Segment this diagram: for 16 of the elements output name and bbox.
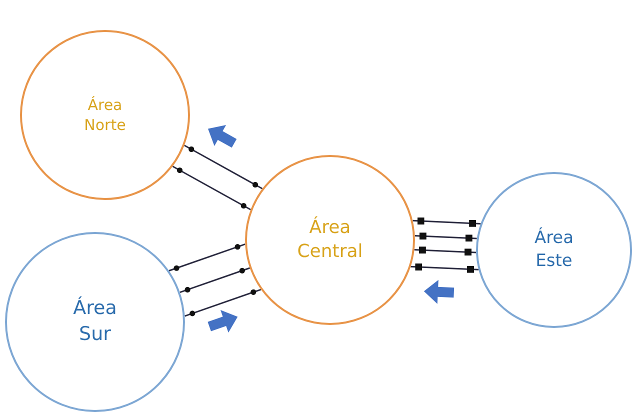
- connector-line: [414, 232, 477, 242]
- connector-line: [414, 246, 476, 256]
- connector-line: [168, 244, 246, 272]
- connector-line: [180, 267, 250, 294]
- area-label: Área Sur: [72, 296, 118, 347]
- flow-arrow: [208, 310, 238, 333]
- connector-line: [412, 218, 481, 227]
- area-label: Área Central: [296, 216, 364, 264]
- connector-line: [410, 264, 479, 273]
- flow-arrow: [424, 280, 454, 304]
- area-label: Área Este: [533, 227, 575, 273]
- connector-line: [184, 144, 263, 190]
- flow-arrow: [208, 125, 237, 148]
- area-label: Área Norte: [83, 94, 127, 136]
- connector-line: [172, 166, 251, 210]
- connector-line: [184, 288, 262, 317]
